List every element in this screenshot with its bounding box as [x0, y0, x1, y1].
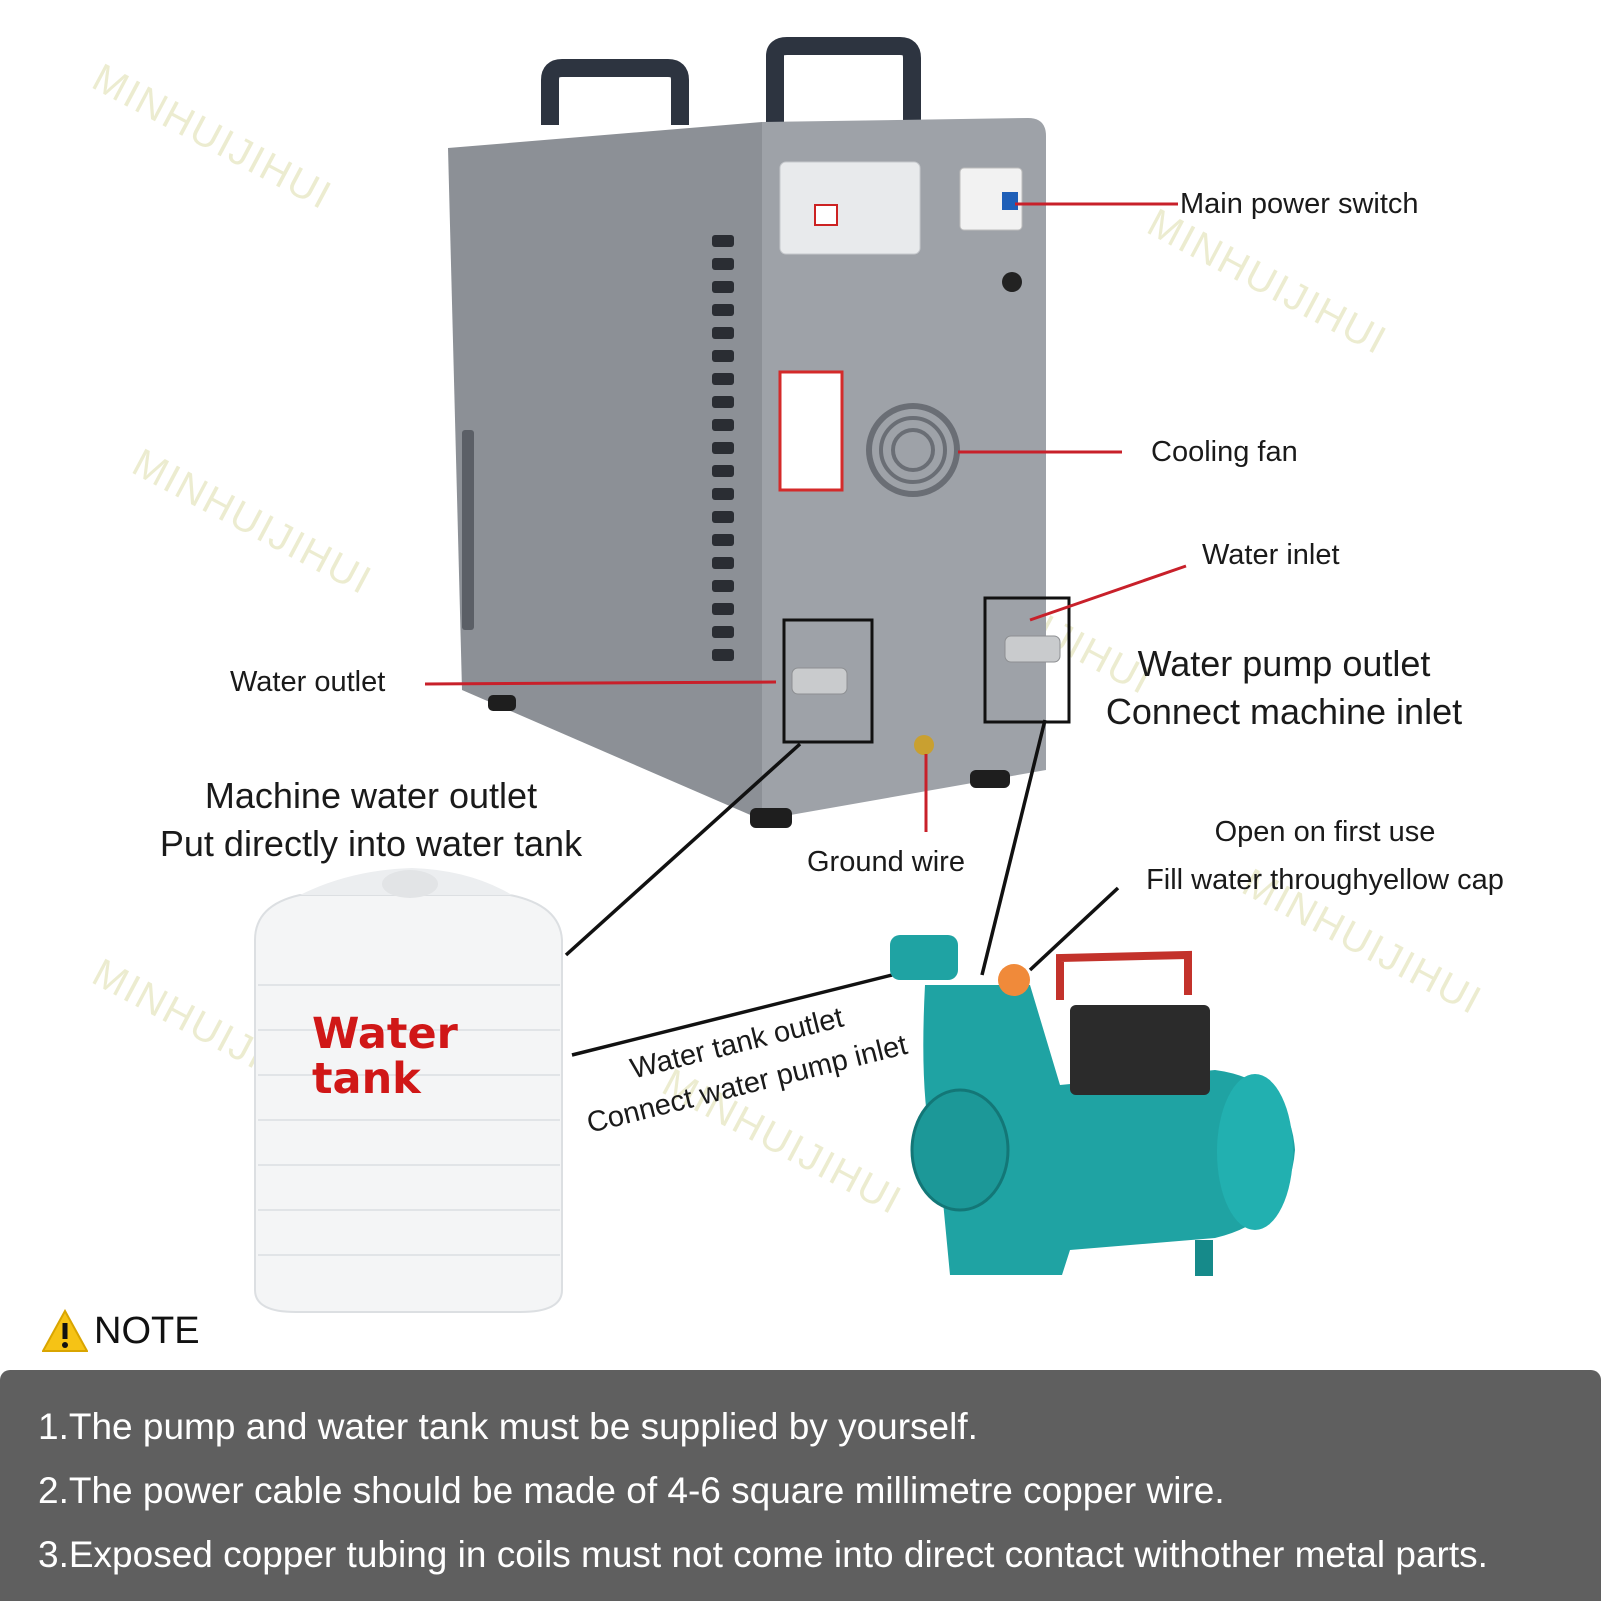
- callout-lines: [424, 202, 1187, 832]
- control-box: [779, 161, 921, 255]
- machine-handles: [541, 37, 921, 125]
- warning-icon: [42, 1309, 88, 1352]
- machine-side-panel: [448, 122, 762, 820]
- label-water-tank-line1: Water: [312, 1009, 458, 1059]
- connector-lines: [564, 719, 1120, 1057]
- note-item: 1.The pump and water tank must be suppli…: [38, 1406, 978, 1447]
- label-machine-water-outlet-line1: Machine water outlet: [204, 775, 538, 816]
- water-inlet-frame: [983, 596, 1071, 724]
- label-main-power-switch: Main power switch: [1180, 188, 1419, 220]
- label-water-pump-outlet-line2: Connect machine inlet: [1105, 691, 1463, 732]
- label-open-first-use-line1: Open on first use: [1214, 816, 1436, 848]
- breaker-switch: [959, 167, 1023, 231]
- note-item: 2.The power cable should be made of 4-6 …: [38, 1470, 1225, 1511]
- label-ground-wire: Ground wire: [807, 846, 965, 878]
- water-tank: [254, 868, 563, 1313]
- cooling-fan-grille: [866, 403, 960, 497]
- label-water-inlet: Water inlet: [1202, 539, 1340, 571]
- note-item: 3.Exposed copper tubing in coils must no…: [38, 1534, 1488, 1575]
- front-vents: [712, 235, 734, 661]
- label-water-pump-outlet-line1: Water pump outlet: [1137, 643, 1431, 684]
- water-outlet-frame: [782, 618, 874, 744]
- side-vents: [462, 430, 474, 630]
- label-machine-water-outlet-line2: Put directly into water tank: [159, 823, 583, 864]
- water-pump: [890, 935, 1295, 1276]
- note-header: NOTE: [42, 1308, 200, 1354]
- label-water-pump-outlet: Water pump outlet Connect machine inlet: [1084, 640, 1484, 736]
- note-panel: 1.The pump and water tank must be suppli…: [0, 1370, 1601, 1601]
- note-title: NOTE: [94, 1309, 200, 1352]
- label-water-tank-line2: tank: [312, 1054, 421, 1105]
- spec-sticker: [778, 370, 844, 492]
- label-open-first-use-line2: Fill water throughyellow cap: [1146, 864, 1504, 896]
- label-water-outlet: Water outlet: [230, 666, 386, 698]
- label-cooling-fan: Cooling fan: [1151, 436, 1298, 468]
- label-water-tank: Water tank: [312, 1009, 458, 1105]
- label-open-first-use: Open on first use Fill water throughyell…: [1120, 808, 1530, 904]
- label-machine-water-outlet: Machine water outlet Put directly into w…: [130, 772, 612, 868]
